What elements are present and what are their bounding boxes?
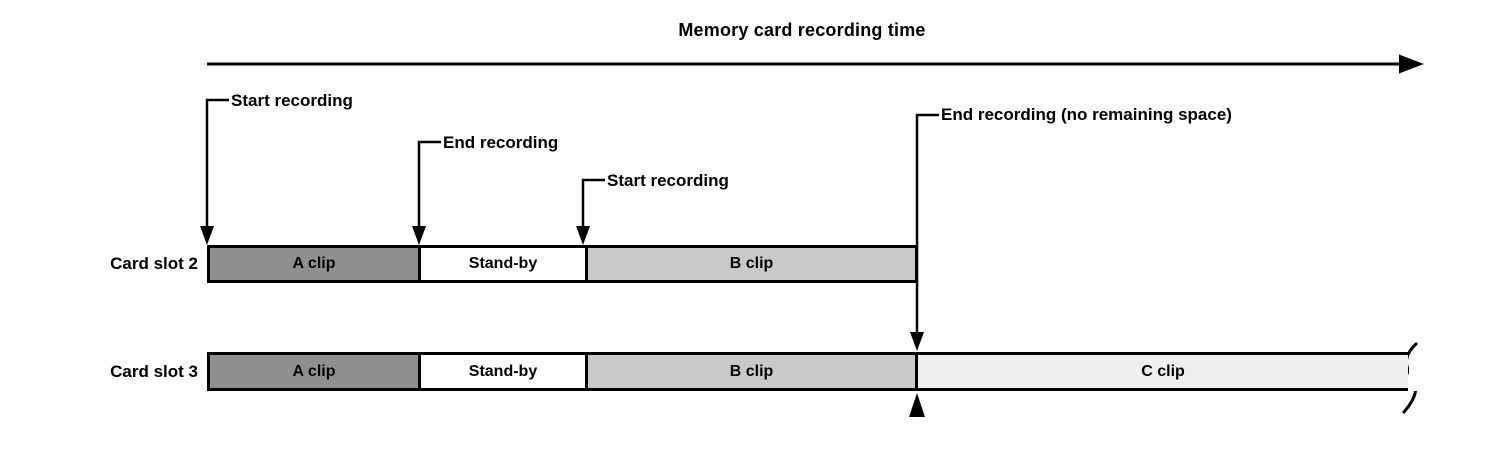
slot2-segment-b-clip: B clip (585, 248, 915, 280)
slot3-segment-a-clip: A clip (210, 355, 418, 388)
end-recording-1-down-arrow-icon (412, 140, 441, 245)
card-slot-2-label: Card slot 2 (110, 254, 198, 273)
timeline-right-arrow-icon (207, 54, 1424, 74)
annotation-end-recording-2: End recording (no remaining space) (941, 105, 1232, 124)
slot2-segment-stand-by: Stand-by (418, 248, 585, 280)
card-slot-2-bar: A clip Stand-by B clip (207, 245, 918, 283)
annotation-start-recording-2: Start recording (607, 171, 729, 190)
start-recording-1-down-arrow-icon (200, 98, 229, 245)
card-slot-3-label: Card slot 3 (110, 362, 198, 381)
annotation-start-recording-1: Start recording (231, 91, 353, 110)
card-slot-3-bar: A clip Stand-by B clip C clip (207, 352, 1408, 391)
relay-point-up-arrow-icon (909, 393, 925, 417)
start-recording-2-down-arrow-icon (576, 178, 605, 245)
slot2-segment-a-clip: A clip (210, 248, 418, 280)
slot3-segment-c-clip: C clip (915, 355, 1408, 388)
annotation-end-recording-1: End recording (443, 133, 559, 152)
timeline-title: Memory card recording time (678, 20, 926, 40)
end-recording-2-down-arrow-icon (910, 113, 939, 351)
slot3-segment-stand-by: Stand-by (418, 355, 585, 388)
slot3-segment-b-clip: B clip (585, 355, 915, 388)
